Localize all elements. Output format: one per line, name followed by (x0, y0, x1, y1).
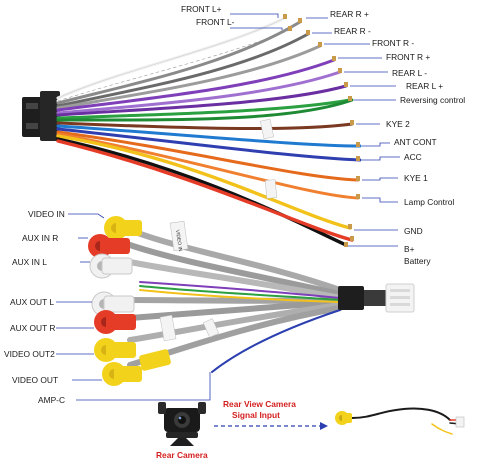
label-b-plus: B+ (404, 244, 415, 254)
label-gnd: GND (404, 226, 423, 236)
camera-rca-plug (335, 411, 352, 425)
label-leaders (230, 13, 400, 247)
label-amp-c: AMP-C (38, 395, 65, 405)
stamp-video-in: VIDEO IN (174, 229, 183, 252)
camera-cable (351, 407, 465, 435)
label-kye-1: KYE 1 (404, 173, 428, 183)
label-rear-r-plus: REAR R + (330, 9, 369, 19)
rca-plug-video-out (102, 362, 142, 386)
label-aux-out-r: AUX OUT R (10, 323, 55, 333)
label-reversing-control: Reversing control (400, 95, 465, 105)
label-front-l-minus: FRONT L- (196, 17, 235, 27)
rca-plug-aux-out-l (91, 291, 135, 317)
rca-labels: VIDEO IN AUX IN R AUX IN L AUX OUT L AUX… (4, 209, 65, 405)
label-rear-l-minus: REAR L - (392, 68, 427, 78)
label-aux-in-r: AUX IN R (22, 233, 58, 243)
speaker-wire-bundle (56, 16, 362, 247)
rca-plug-aux-out-r (94, 310, 136, 334)
rca-tags: VIDEO IN (159, 220, 220, 342)
wire-tips (283, 14, 360, 247)
label-front-r-minus: FRONT R - (372, 38, 414, 48)
label-rear-l-plus: REAR L + (406, 81, 443, 91)
camera-title-line1: Rear View Camera (223, 399, 296, 409)
label-kye-2: KYE 2 (386, 119, 410, 129)
label-acc: ACC (404, 152, 422, 162)
rca-plug-video-out2 (94, 338, 136, 362)
signal-arrow (214, 422, 328, 430)
rca-leaders (56, 213, 211, 401)
label-lamp-control: Lamp Control (404, 197, 454, 207)
camera-title-line2: Signal Input (232, 410, 280, 420)
wire-tags (259, 118, 278, 199)
label-battery: Battery (404, 256, 431, 266)
rear-camera (158, 402, 206, 446)
label-video-out: VIDEO OUT (12, 375, 58, 385)
label-front-r-plus: FRONT R + (386, 52, 430, 62)
label-video-in: VIDEO IN (28, 209, 65, 219)
rca-harness-connector (338, 283, 415, 313)
label-ant-cont: ANT CONT (394, 137, 437, 147)
main-harness-connector (22, 91, 60, 141)
rca-plug-video-out2-jack (139, 349, 171, 371)
label-rear-r-minus: REAR R - (334, 26, 371, 36)
label-aux-in-l: AUX IN L (12, 257, 47, 267)
label-front-l-plus: FRONT L+ (181, 4, 222, 14)
rca-cable-bundle (127, 227, 343, 373)
camera-caption: Rear Camera (156, 450, 208, 460)
rca-plug-aux-in-l (89, 253, 133, 279)
rca-plugs (88, 216, 171, 386)
label-aux-out-l: AUX OUT L (10, 297, 54, 307)
wire-labels: FRONT L+ FRONT L- REAR R + REAR R - FRON… (181, 4, 465, 266)
label-video-out2: VIDEO OUT2 (4, 349, 55, 359)
rca-plug-video-in (104, 216, 142, 240)
rca-plug-aux-in-r (88, 234, 130, 258)
